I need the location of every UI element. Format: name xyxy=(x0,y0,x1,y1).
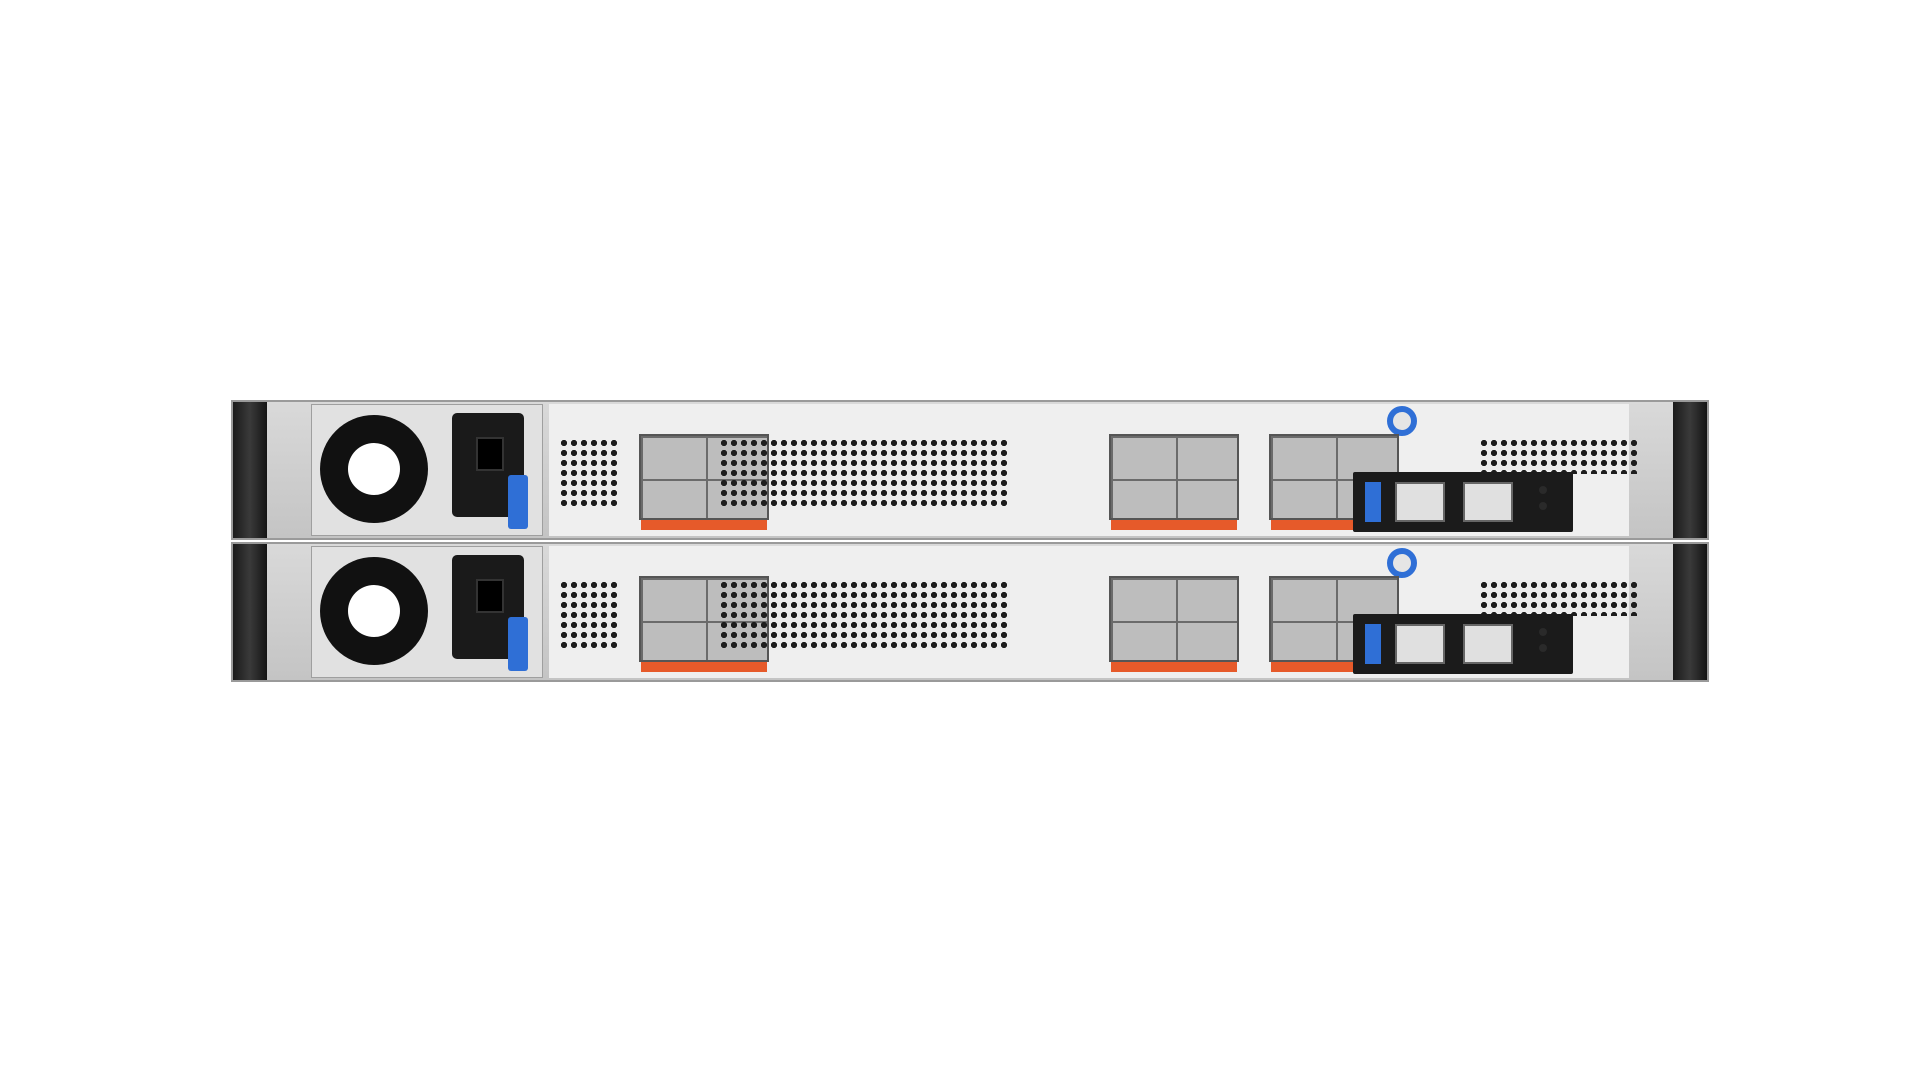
server-chassis-top xyxy=(231,400,1709,540)
latch-icon xyxy=(508,475,528,529)
vent-grille xyxy=(1479,580,1639,616)
vent-grille xyxy=(719,580,1009,652)
power-supply-unit xyxy=(311,404,543,536)
led-icon xyxy=(1539,644,1547,652)
rj45-port-icon xyxy=(1463,482,1513,522)
port-label-strip xyxy=(1271,662,1397,672)
led-icon xyxy=(1539,628,1547,636)
transceiver-cage xyxy=(1109,576,1239,672)
port-label-strip xyxy=(1111,520,1237,530)
power-socket-icon xyxy=(452,413,524,517)
port-label-strip xyxy=(641,520,767,530)
server-chassis-bottom xyxy=(231,542,1709,682)
rj45-port-icon xyxy=(1395,624,1445,664)
port-label-strip xyxy=(641,662,767,672)
led-icon xyxy=(1539,502,1547,510)
rack-ear-right xyxy=(1673,402,1707,538)
port-label-strip xyxy=(1271,520,1397,530)
transceiver-cage xyxy=(1109,434,1239,530)
rack-ear-left xyxy=(233,402,267,538)
usb-port-icon xyxy=(1365,624,1381,664)
vent-grille xyxy=(559,438,619,510)
management-panel xyxy=(1353,472,1573,532)
rack-ear-right xyxy=(1673,544,1707,680)
fan-icon xyxy=(320,557,428,665)
latch-icon xyxy=(508,617,528,671)
management-panel xyxy=(1353,614,1573,674)
fan-icon xyxy=(320,415,428,523)
io-panel xyxy=(549,404,1639,536)
usb-port-icon xyxy=(1365,482,1381,522)
led-icon xyxy=(1539,486,1547,494)
power-supply-unit xyxy=(311,546,543,678)
rack-ear-left xyxy=(233,544,267,680)
io-panel xyxy=(549,546,1639,678)
port-label-strip xyxy=(1111,662,1237,672)
rj45-port-icon xyxy=(1395,482,1445,522)
vent-grille xyxy=(1479,438,1639,474)
rj45-port-icon xyxy=(1463,624,1513,664)
vent-grille xyxy=(719,438,1009,510)
thumbscrew-icon xyxy=(1387,548,1417,578)
thumbscrew-icon xyxy=(1387,406,1417,436)
power-socket-icon xyxy=(452,555,524,659)
vent-grille xyxy=(559,580,619,652)
